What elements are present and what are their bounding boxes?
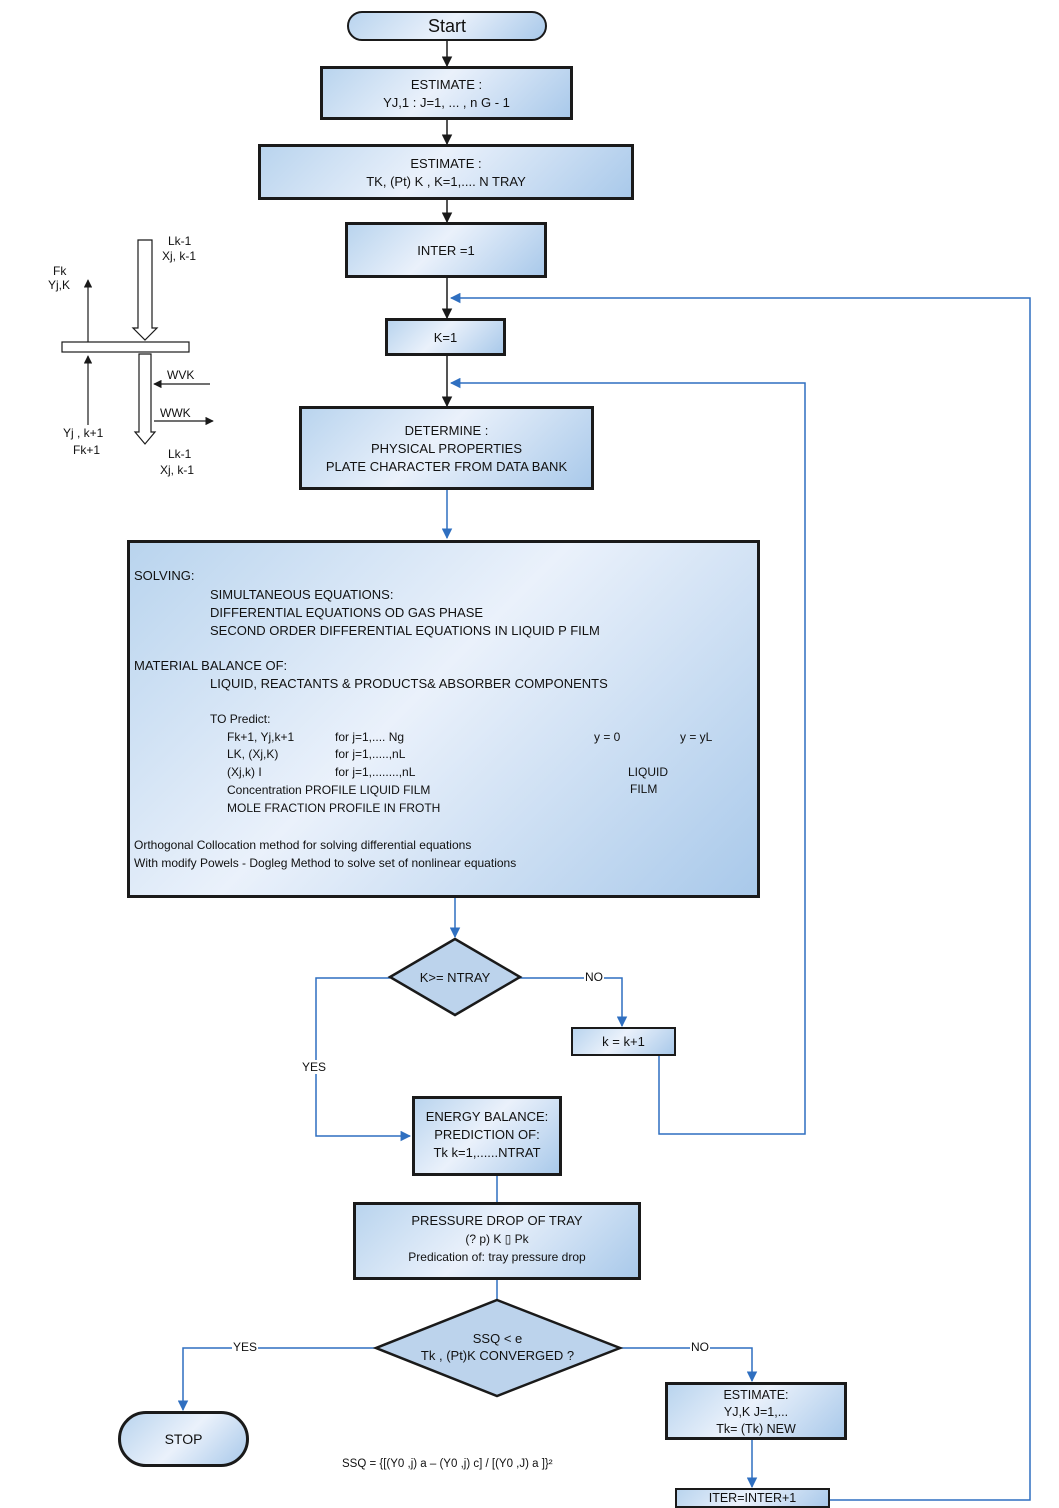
k-increment-label: k = k+1 [602, 1034, 645, 1049]
decision-converged: SSQ < e Tk , (Pt)K CONVERGED ? [400, 1330, 595, 1364]
film-yl-label: y = yL [680, 730, 713, 744]
k-increment-box: k = k+1 [571, 1027, 676, 1056]
estimate-new-line-1: YJ,K J=1,... [723, 1405, 789, 1419]
predict-row2-var: LK, (Xj,K) [227, 747, 279, 761]
determine-line-1: PHYSICAL PROPERTIES [371, 441, 522, 456]
predict-row4: Concentration PROFILE LIQUID FILM [227, 783, 431, 797]
energy-title: ENERGY BALANCE: [425, 1109, 549, 1124]
pressure-title: PRESSURE DROP OF TRAY [411, 1213, 583, 1228]
solving-head: SOLVING: [134, 568, 195, 583]
no-label-1: NO [584, 970, 604, 984]
determine-box: DETERMINE : PHYSICAL PROPERTIES PLATE CH… [299, 406, 594, 490]
solving-second-order: SECOND ORDER DIFFERENTIAL EQUATIONS IN L… [210, 623, 600, 638]
estimate-y-box: ESTIMATE : YJ,1 : J=1, ... , n G - 1 [320, 66, 573, 120]
predict-row2-range: for j=1,.....,nL [335, 747, 406, 761]
tray-xjk1-bottom: Xj, k-1 [160, 463, 195, 477]
tray-wvk: WVK [167, 368, 195, 382]
decision-converged-line-1: SSQ < e [472, 1331, 523, 1346]
solving-orthogonal-note: Orthogonal Collocation method for solvin… [134, 838, 472, 852]
tray-fk: Fk [53, 264, 67, 278]
decision-ntray: K>= NTRAY [400, 969, 510, 986]
stop-terminal: STOP [118, 1411, 249, 1467]
estimate-t-box: ESTIMATE : TK, (Pt) K , K=1,.... N TRAY [258, 144, 634, 200]
tray-lk1-bottom: Lk-1 [168, 447, 192, 461]
pressure-formula: (? p) K ▯ Pk [465, 1232, 529, 1246]
predict-row3-range: for j=1,........,nL [335, 765, 416, 779]
tray-xjk1: Xj, k-1 [162, 249, 197, 263]
tray-diagram [61, 239, 214, 445]
decision-converged-shape [372, 1298, 624, 1398]
estimate-y-detail: YJ,1 : J=1, ... , n G - 1 [383, 95, 510, 110]
tray-fk-plus1: Fk+1 [73, 443, 101, 457]
estimate-new-box: ESTIMATE: YJ,K J=1,... Tk= (Tk) NEW [665, 1382, 847, 1440]
start-label: Start [427, 15, 466, 36]
start-terminal: Start [347, 11, 547, 41]
estimate-new-title: ESTIMATE: [723, 1388, 789, 1402]
no-label-2: NO [690, 1340, 710, 1354]
determine-title: DETERMINE : [404, 423, 489, 438]
decision-ntray-shape [387, 937, 523, 1017]
film-film-label: FILM [630, 782, 658, 796]
ssq-formula: SSQ = {[(Y0 ,j) a – (Y0 ,j) c] / [(Y0 ,J… [342, 1458, 553, 1470]
k1-label: K=1 [433, 330, 458, 345]
energy-line-2: Tk k=1,......NTRAT [433, 1145, 541, 1160]
solving-powel-note: With modify Powels - Dogleg Method to so… [134, 856, 517, 870]
yes-label-2: YES [232, 1340, 259, 1354]
tray-lk1: Lk-1 [168, 234, 192, 248]
inter-box: INTER =1 [345, 222, 547, 278]
solving-to-predict: TO Predict: [210, 712, 271, 726]
solving-material: MATERIAL BALANCE OF: [134, 658, 288, 673]
iter-box: ITER=INTER+1 [675, 1488, 830, 1508]
pressure-note: Predication of: tray pressure drop [408, 1250, 586, 1264]
energy-balance-box: ENERGY BALANCE: PREDICTION OF: Tk k=1,..… [412, 1096, 562, 1176]
decision-converged-line-2: Tk , (Pt)K CONVERGED ? [420, 1348, 575, 1363]
estimate-t-title: ESTIMATE : [410, 156, 482, 171]
inter-label: INTER =1 [417, 243, 475, 258]
predict-row3-var: (Xj,k) I [227, 765, 262, 779]
solving-box: SOLVING: SIMULTANEOUS EQUATIONS: DIFFERE… [127, 540, 760, 898]
predict-row5: MOLE FRACTION PROFILE IN FROTH [227, 801, 441, 815]
yes-label-1: YES [301, 1060, 328, 1074]
tray-wwk: WWK [160, 406, 191, 420]
tray-yjk-plus1: Yj , k+1 [63, 426, 104, 440]
solving-components: LIQUID, REACTANTS & PRODUCTS& ABSORBER C… [210, 676, 608, 691]
film-liquid-label: LIQUID [628, 765, 669, 779]
predict-row1-var: Fk+1, Yj,k+1 [227, 730, 295, 744]
k1-box: K=1 [385, 318, 506, 356]
solving-simultaneous: SIMULTANEOUS EQUATIONS: [210, 587, 394, 602]
energy-line-1: PREDICTION OF: [434, 1127, 540, 1142]
estimate-t-detail: TK, (Pt) K , K=1,.... N TRAY [366, 174, 526, 189]
tray-yjk: Yj,K [48, 278, 71, 292]
solving-diff-gas: DIFFERENTIAL EQUATIONS OD GAS PHASE [210, 605, 484, 620]
iter-label: ITER=INTER+1 [708, 1491, 797, 1505]
film-y0-label: y = 0 [594, 730, 621, 744]
decision-ntray-label: K>= NTRAY [419, 970, 491, 985]
estimate-new-line-2: Tk= (Tk) NEW [716, 1422, 796, 1436]
estimate-y-title: ESTIMATE : [410, 77, 483, 92]
pressure-drop-box: PRESSURE DROP OF TRAY (? p) K ▯ Pk Predi… [353, 1202, 641, 1280]
determine-line-2: PLATE CHARACTER FROM DATA BANK [325, 459, 568, 474]
stop-label: STOP [164, 1431, 203, 1447]
predict-row1-range: for j=1,.... Ng [335, 730, 405, 744]
